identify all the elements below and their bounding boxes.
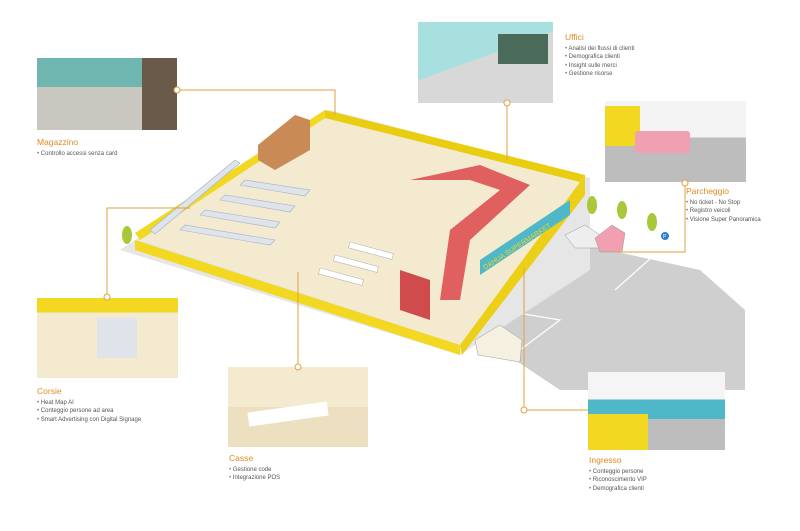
magazzino-image: [37, 58, 177, 130]
feature-item: Riconoscimento VIP: [589, 476, 647, 485]
section-title: Casse: [229, 453, 254, 463]
ingresso-image: [588, 372, 725, 450]
section-title: Parcheggio: [686, 186, 730, 196]
feature-item: Integrazione POS: [229, 474, 280, 483]
feature-item: Conteggio persone: [589, 468, 647, 477]
uffici-image: [418, 22, 553, 103]
shelves: [149, 159, 311, 246]
uffici-label: Uffici Analisi dei flussi di clienti Dem…: [565, 33, 634, 79]
feature-item: Insight sulle merci: [565, 62, 634, 71]
feature-item: Heat Map AI: [37, 399, 141, 408]
feature-item: Visione Super Panoramica: [686, 216, 761, 225]
parcheggio-marker[interactable]: [681, 179, 689, 187]
parcheggio-image: [605, 101, 746, 182]
feature-item: Registro veicoli: [686, 207, 761, 216]
ingresso-marker[interactable]: [520, 406, 528, 414]
section-title: Magazzino: [37, 137, 79, 147]
casse-label: Casse Gestione code Integrazione POS: [229, 454, 280, 483]
section-title: Ingresso: [589, 455, 622, 465]
parking-sign: P: [663, 234, 667, 240]
section-title: Uffici: [565, 32, 584, 42]
casse-image: [228, 367, 368, 447]
uffici-marker[interactable]: [503, 99, 511, 107]
feature-item: Gestione risorse: [565, 70, 634, 79]
vehicles: [474, 224, 626, 363]
store-wall-back-right: [325, 110, 585, 182]
feature-item: No ticket - No Stop: [686, 199, 761, 208]
section-title: Corsie: [37, 386, 62, 396]
magazzino-label: Magazzino Controllo accessi senza card: [37, 138, 117, 158]
feature-item: Analisi dei flussi di clienti: [565, 45, 634, 54]
parcheggio-label: Parcheggio No ticket - No Stop Registro …: [686, 187, 761, 224]
casse-marker[interactable]: [294, 363, 302, 371]
feature-item: Conteggio persone ad area: [37, 407, 141, 416]
feature-item: Demografica clienti: [589, 485, 647, 494]
checkout-counters: [318, 241, 394, 286]
warehouse-room: [258, 115, 310, 170]
corsie-label: Corsie Heat Map AI Conteggio persone ad …: [37, 387, 141, 424]
feature-item: Gestione code: [229, 466, 280, 475]
corsie-marker[interactable]: [103, 293, 111, 301]
corsie-image: [37, 298, 178, 378]
feature-item: Smart Advertising con Digital Signage: [37, 416, 141, 425]
ingresso-label: Ingresso Conteggio persone Riconosciment…: [589, 456, 647, 493]
feature-item: Demografica clienti: [565, 53, 634, 62]
checkout-area: [410, 165, 530, 300]
magazzino-marker[interactable]: [173, 86, 181, 94]
feature-item: Controllo accessi senza card: [37, 150, 118, 159]
